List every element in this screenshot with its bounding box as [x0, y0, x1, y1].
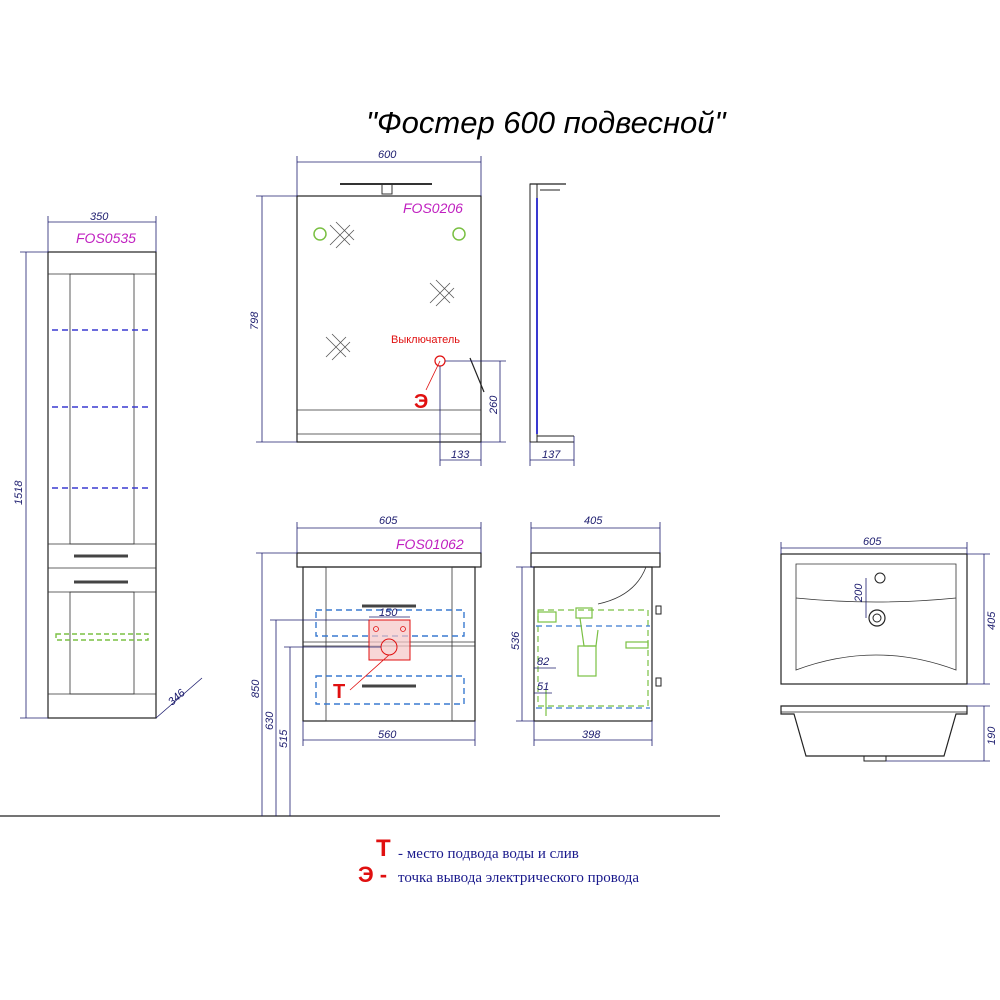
mirror-code: FOS0206: [403, 200, 463, 216]
vanity-side-51-dim: 51: [537, 681, 549, 693]
mirror-side-view: [529, 183, 574, 443]
legend-electric-symbol: Э -: [358, 862, 387, 887]
vanity-height-850-dim: 850: [250, 679, 262, 698]
vanity-front: [296, 552, 482, 722]
lamp-icon: [313, 227, 327, 241]
cabinet-width-dim: 350: [90, 211, 109, 223]
plumbing-zone: [368, 619, 411, 661]
mirror-switch-height-dim: 260: [488, 395, 500, 415]
electric-marker: Э: [414, 391, 428, 413]
mirror-height-dim: 798: [249, 311, 261, 330]
sink-width-dim: 605: [863, 536, 882, 548]
lamp-icon: [452, 227, 466, 241]
legend-electric-text: точка вывода электрического провода: [398, 870, 639, 886]
tall-cabinet: [47, 251, 157, 719]
vanity-inlet-width-dim: 150: [379, 607, 398, 619]
vanity-side-bottom-dim: 398: [582, 729, 601, 741]
sink-height-dim: 190: [986, 726, 998, 745]
sink-side-view: [780, 705, 968, 762]
vanity-bottom-width-dim: 560: [378, 729, 397, 741]
legend-water-symbol: Т: [376, 835, 391, 862]
cabinet-depth-dim: 346: [166, 686, 188, 708]
mirror-depth-dim: 137: [542, 449, 561, 461]
sink-depth-dim: 405: [986, 611, 998, 630]
vanity-code: FOS01062: [396, 536, 464, 552]
glass-shelf: [55, 633, 149, 641]
vanity-side-82-dim: 82: [537, 656, 549, 668]
vanity-height-515-dim: 515: [278, 729, 290, 748]
vanity-width-dim: 605: [379, 515, 398, 527]
reflection-icon: [429, 279, 455, 307]
reflection-icon: [329, 221, 355, 249]
switch-label: Выключатель: [391, 334, 460, 346]
vanity-side-view: [530, 552, 662, 722]
legend-water-text: - место подвода воды и слив: [398, 846, 579, 862]
vanity-side-depth-dim: 405: [584, 515, 603, 527]
mirror-cabinet: [296, 183, 485, 443]
drawer-box: [315, 675, 465, 705]
reflection-icon: [325, 333, 351, 361]
drawer-box: [315, 609, 465, 637]
cabinet-code: FOS0535: [76, 230, 136, 246]
sink-tap-offset-dim: 200: [853, 583, 865, 603]
vanity-side-height-dim: 536: [510, 631, 522, 650]
vanity-height-630-dim: 630: [264, 711, 276, 730]
mirror-width-dim: 600: [378, 149, 397, 161]
faucet-hole-icon: [874, 572, 886, 584]
drain-icon: [868, 609, 886, 627]
page-title: "Фостер 600 подвесной": [366, 105, 728, 140]
mirror-switch-offset-dim: 133: [451, 449, 470, 461]
legend: Т - место подвода воды и слив Э - точка …: [358, 835, 639, 887]
siphon-icon: [537, 607, 649, 677]
cabinet-height-dim: 1518: [13, 480, 25, 505]
sink-top-view: [780, 553, 968, 685]
water-marker: Т: [333, 681, 345, 703]
